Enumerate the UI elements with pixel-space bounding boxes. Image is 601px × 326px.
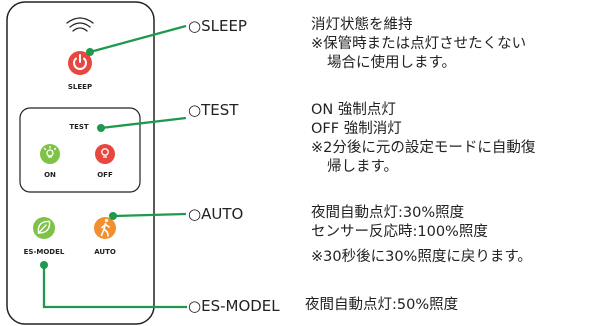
test-description: ON 強制点灯 OFF 強制消灯 ※2分後に元の設定モードに自動復 帰します。: [311, 101, 535, 177]
connector-dots: [40, 48, 117, 269]
auto-desc-line: ※30秒後に30%照度に戻ります。: [311, 249, 532, 265]
test-desc-line: OFF 強制消灯: [311, 121, 402, 137]
es-model-connector-dot: [40, 261, 48, 269]
sleep-desc-line: 場合に使用します。: [327, 55, 457, 71]
sleep-connector: [89, 24, 187, 54]
auto-mode-label: ○AUTO: [188, 205, 244, 223]
test-mode-label: ○TEST: [188, 101, 239, 119]
es-model-connector: [42, 265, 187, 309]
power-icon: [73, 54, 87, 70]
es-model-button-label: ES-MODEL: [24, 248, 65, 256]
test-connector-dot: [97, 124, 105, 132]
off-button-label: OFF: [97, 171, 113, 179]
auto-description: 夜間自動点灯:30%照度 センサー反応時:100%照度 ※30秒後に30%照度に…: [311, 204, 532, 267]
sleep-desc-line: ※保管時または点灯させたくない: [311, 36, 527, 52]
auto-button-label: AUTO: [94, 248, 116, 256]
off-button[interactable]: [95, 144, 115, 164]
bulb-off-icon: [101, 148, 109, 158]
sleep-mode-label: ○SLEEP: [188, 17, 247, 35]
auto-connector: [112, 212, 187, 218]
sleep-button-label: SLEEP: [68, 83, 92, 91]
auto-desc-line: 夜間自動点灯:30%照度: [311, 205, 465, 221]
auto-connector-dot: [109, 212, 117, 220]
test-desc-line: 帰します。: [327, 159, 399, 175]
sleep-desc-line: 消灯状態を維持: [311, 17, 413, 33]
connector-lines: [42, 24, 187, 309]
on-button-label: ON: [44, 171, 56, 179]
sleep-description: 消灯状態を維持 ※保管時または点灯させたくない 場合に使用します。: [311, 16, 526, 73]
walking-person-icon: [100, 218, 110, 237]
es-model-description: 夜間自動点灯:50%照度: [305, 296, 458, 315]
test-desc-line: ※2分後に元の設定モードに自動復: [311, 140, 536, 156]
bulb-on-icon: [43, 145, 57, 158]
es-model-desc-line: 夜間自動点灯:50%照度: [305, 297, 459, 313]
test-group-label: TEST: [69, 123, 89, 131]
es-model-mode-label: ○ES-MODEL: [188, 297, 280, 315]
test-group-box: [19, 107, 141, 193]
test-connector: [100, 116, 187, 130]
auto-desc-line: センサー反応時:100%照度: [311, 224, 488, 240]
leaf-icon: [37, 220, 51, 234]
sleep-connector-dot: [86, 48, 94, 56]
test-desc-line: ON 強制点灯: [311, 102, 396, 118]
remote-body: [6, 1, 155, 325]
wifi-signal-icon: [66, 17, 94, 32]
